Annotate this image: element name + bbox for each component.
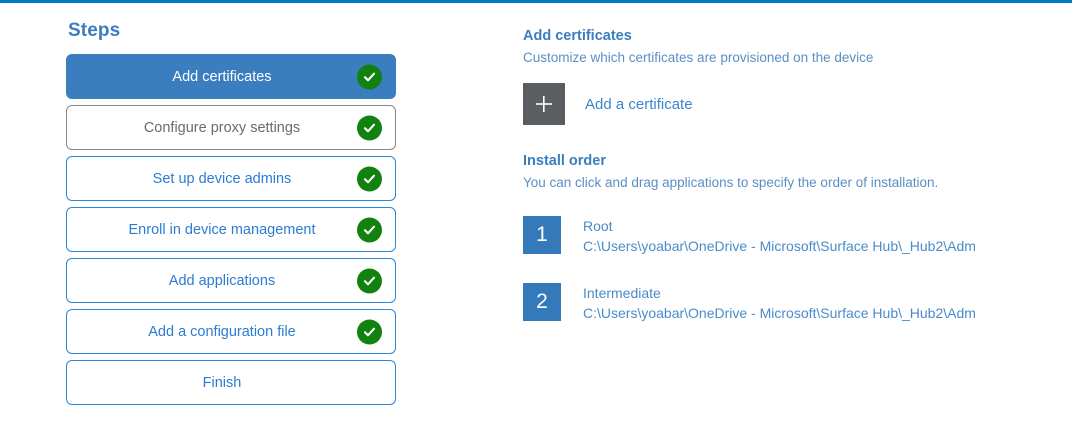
step-button-5[interactable]: Add a configuration file <box>66 309 396 354</box>
install-order-section: Install order You can click and drag app… <box>523 153 1043 324</box>
step-label: Enroll in device management <box>128 221 316 238</box>
step-button-2[interactable]: Set up device admins <box>66 156 396 201</box>
check-circle-icon <box>357 319 382 344</box>
check-circle-icon <box>357 64 382 89</box>
step-label: Add a configuration file <box>148 323 296 340</box>
step-label: Set up device admins <box>152 170 292 187</box>
check-circle-icon <box>357 217 382 242</box>
step-button-4[interactable]: Add applications <box>66 258 396 303</box>
install-order-path: C:\Users\yoabar\OneDrive - Microsoft\Sur… <box>583 237 976 254</box>
check-circle-icon <box>357 268 382 293</box>
step-label: Configure proxy settings <box>143 119 301 136</box>
step-label: Add applications <box>168 272 276 289</box>
step-label: Finish <box>202 374 242 391</box>
check-circle-icon <box>357 166 382 191</box>
step-button-0[interactable]: Add certificates <box>66 54 396 99</box>
step-button-3[interactable]: Enroll in device management <box>66 207 396 252</box>
install-order-number: 1 <box>523 216 561 254</box>
top-accent-rule <box>0 0 1072 3</box>
add-certificates-section: Add certificates Customize which certifi… <box>523 28 1043 125</box>
install-order-number: 2 <box>523 282 561 321</box>
add-certificates-heading: Add certificates <box>523 28 632 44</box>
steps-heading: Steps <box>68 20 121 41</box>
install-order-name: Root <box>583 218 613 234</box>
install-order-path: C:\Users\yoabar\OneDrive - Microsoft\Sur… <box>583 304 976 321</box>
step-button-1[interactable]: Configure proxy settings <box>66 105 396 150</box>
step-label: Add certificates <box>172 68 272 85</box>
detail-panel: Add certificates Customize which certifi… <box>523 28 1043 324</box>
add-certificate-label[interactable]: Add a certificate <box>585 95 693 113</box>
add-certificate-row[interactable]: Add a certificate <box>523 83 1043 125</box>
plus-icon[interactable] <box>523 83 565 125</box>
install-order-name: Intermediate <box>583 284 661 301</box>
check-circle-icon <box>357 115 382 140</box>
step-button-6[interactable]: Finish <box>66 360 396 405</box>
install-order-heading: Install order <box>523 153 606 169</box>
install-order-subheading: You can click and drag applications to s… <box>523 175 939 190</box>
add-certificates-subheading: Customize which certificates are provisi… <box>523 50 874 65</box>
